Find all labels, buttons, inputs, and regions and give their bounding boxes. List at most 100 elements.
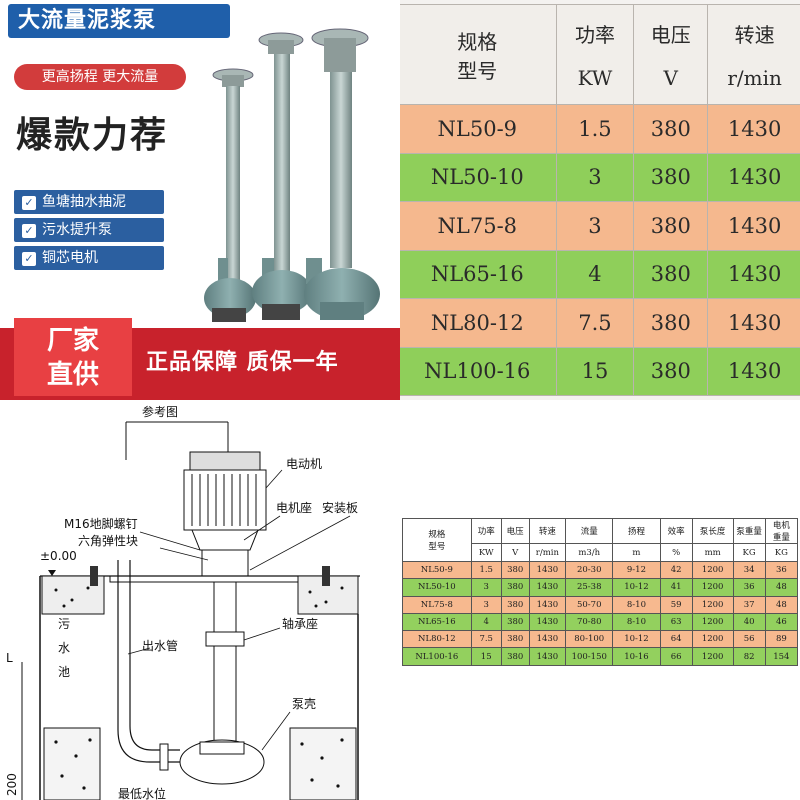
cell-power: 1.5: [555, 104, 635, 154]
cell-eff: 42: [659, 560, 693, 580]
cell-power: 1.5: [470, 560, 502, 580]
cell-flow: 25-38: [565, 578, 614, 597]
unit-power: KW: [470, 543, 502, 562]
mount-plate-label: 安装板: [322, 500, 358, 515]
header-power: 功率: [470, 518, 502, 544]
detailed-spec-table-panel: 规格 型号 功率 电压 转速 流量 扬程 效率 泵长度 泵重量 电机 重量 KW…: [400, 400, 800, 800]
cell-speed: 1430: [528, 647, 567, 666]
unit-length: mm: [691, 543, 734, 562]
cell-voltage: 380: [633, 346, 709, 396]
header-flow: 流量: [565, 518, 614, 544]
unit-head: m: [612, 543, 661, 562]
dimension-200-label: 200: [5, 773, 19, 796]
cell-speed: 1430: [528, 560, 567, 580]
cell-weight: 37: [732, 595, 766, 614]
cell-eff: 66: [659, 647, 693, 666]
cell-flow: 20-30: [565, 560, 614, 580]
cell-head: 10-16: [612, 647, 661, 666]
cell-model: NL50-10: [400, 152, 557, 202]
min-level-label: 最低水位: [118, 786, 166, 800]
cell-power: 7.5: [555, 298, 635, 348]
cell-speed: 1430: [707, 298, 800, 348]
unit-voltage: V: [500, 543, 530, 562]
cell-speed: 1430: [707, 152, 800, 202]
table-row: NL80-12 7.5 380 1430: [400, 298, 800, 348]
cell-speed: 1430: [707, 346, 800, 396]
cell-head: 8-10: [612, 612, 661, 632]
header-model-line2: 型号: [457, 58, 498, 83]
anchor-bolt: [90, 566, 98, 586]
cell-speed: 1430: [528, 612, 567, 632]
cell-power: 3: [470, 578, 502, 597]
factory-direct-badge: 厂家 直供: [14, 318, 132, 396]
cell-power: 7.5: [470, 630, 502, 649]
pump-shaft-tube: [213, 581, 237, 743]
spec-table: 规格 型号 功率 KW 电压 V 转速 r/min NL50-9: [400, 4, 800, 396]
header-voltage-unit: V: [663, 66, 678, 90]
casing-neck: [199, 741, 245, 755]
unit-weight: KG: [732, 543, 766, 562]
coupling: [201, 549, 249, 579]
pump-large: [304, 28, 380, 320]
cell-len: 1200: [691, 612, 734, 632]
cell-weight: 40: [732, 612, 766, 632]
check-icon: ✓: [22, 196, 36, 210]
cell-power: 3: [555, 201, 635, 251]
cell-speed: 1430: [528, 630, 567, 649]
motor-seat-label: 电机座: [276, 500, 312, 515]
cell-weight: 56: [732, 630, 766, 649]
header-voltage-label: 电压: [650, 23, 691, 47]
header-speed-label: 转速: [734, 23, 775, 47]
cell-voltage: 380: [500, 612, 530, 632]
factory-line-2: 直供: [46, 360, 99, 390]
cell-weight: 82: [732, 647, 766, 666]
check-icon: ✓: [22, 224, 36, 238]
cell-voltage: 380: [500, 578, 530, 597]
cell-power: 3: [555, 152, 635, 202]
cell-model: NL75-8: [402, 595, 472, 614]
cell-flow: 80-100: [565, 630, 614, 649]
header-speed-unit: r/min: [727, 66, 782, 90]
header-model-line1: 规格: [428, 530, 446, 540]
cell-model: NL75-8: [400, 201, 557, 251]
header-head: 扬程: [612, 518, 661, 544]
cell-power: 4: [470, 612, 502, 632]
cell-flow: 70-80: [565, 612, 614, 632]
cell-weight: 34: [732, 560, 766, 580]
header-weight: 泵重量: [732, 518, 766, 544]
ref-label: 参考图: [142, 404, 178, 419]
cell-eff: 41: [659, 578, 693, 597]
cell-voltage: 380: [500, 595, 530, 614]
cell-len: 1200: [691, 560, 734, 580]
detailed-spec-table: 规格 型号 功率 电压 转速 流量 扬程 效率 泵长度 泵重量 电机 重量 KW…: [402, 518, 799, 666]
cell-weight: 36: [732, 578, 766, 597]
installation-diagram: 参考图: [0, 400, 400, 800]
unit-speed: r/min: [528, 543, 567, 562]
feature-item: ✓鱼塘抽水抽泥: [14, 190, 164, 214]
motor-top: [189, 451, 261, 471]
motor-seat: [191, 529, 259, 551]
cell-len: 1200: [691, 647, 734, 666]
product-banner: 大流量泥浆泵 更高扬程 更大流量 爆款力荐 ✓鱼塘抽水抽泥 ✓污水提升泵 ✓铜芯…: [0, 0, 400, 400]
cell-voltage: 380: [633, 298, 709, 348]
header-model: 规格 型号: [400, 4, 557, 105]
cell-voltage: 380: [500, 560, 530, 580]
table-row: NL50-10 3 380 1430: [400, 152, 800, 202]
cell-power: 15: [470, 647, 502, 666]
cell-speed: 1430: [528, 595, 567, 614]
cell-speed: 1430: [707, 249, 800, 299]
banner-headline: 爆款力荐: [16, 115, 169, 156]
cell-speed: 1430: [707, 201, 800, 251]
cell-motor-w: 89: [764, 630, 799, 649]
cell-voltage: 380: [633, 152, 709, 202]
cell-voltage: 380: [500, 647, 530, 666]
header-power: 功率 KW: [555, 4, 635, 105]
cell-model: NL65-16: [400, 249, 557, 299]
cell-head: 9-12: [612, 560, 661, 580]
header-motor-weight-line2: 重量: [772, 533, 790, 543]
